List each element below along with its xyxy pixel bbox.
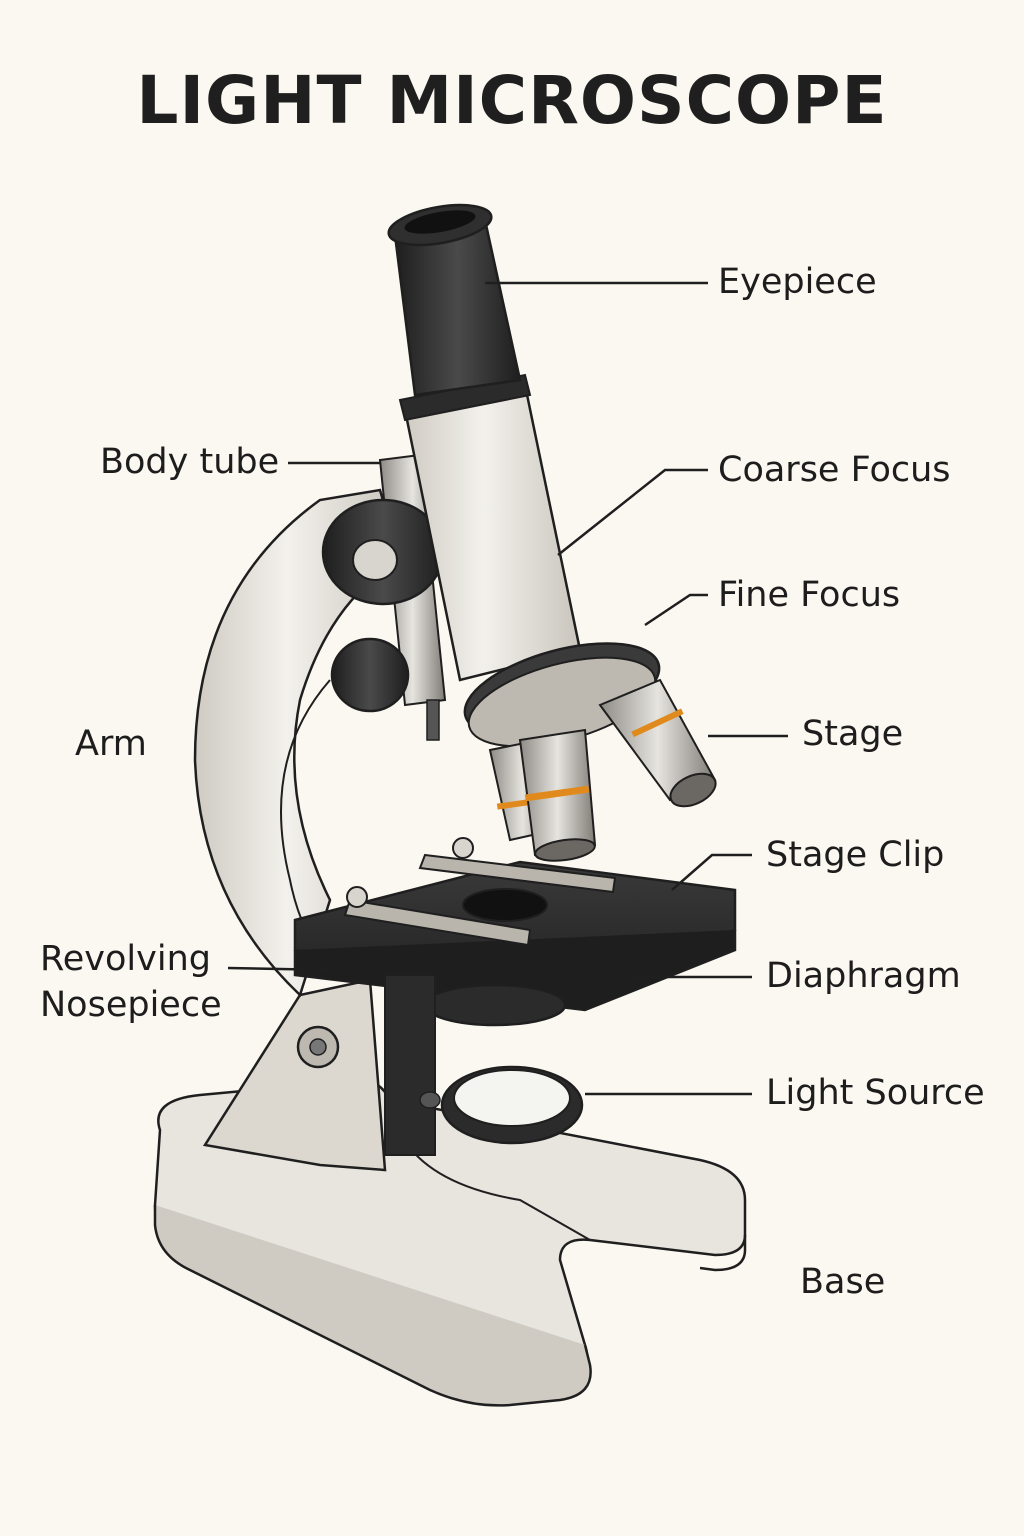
label-light-source: Light Source [766,1073,985,1113]
fine-focus-knob [330,637,410,713]
diaphragm [384,974,567,1156]
objective-lenses [488,678,717,862]
label-revolving-nosepiece-line2: Nosepiece [40,985,222,1025]
label-coarse-focus: Coarse Focus [718,450,951,490]
diagram-title: LIGHT MICROSCOPE [136,62,888,139]
pillar [202,978,387,1172]
label-revolving-nosepiece-line1: Revolving [40,939,211,979]
label-stage: Stage [802,714,904,754]
stage-clips [343,837,617,947]
leader-stage-clip [671,853,752,891]
label-body-tube: Body tube [100,442,280,482]
coarse-focus-knob [321,498,445,606]
leader-fine-focus [644,593,708,627]
light-source [419,1065,584,1145]
stage [293,860,737,1012]
label-eyepiece: Eyepiece [718,262,877,302]
label-base: Base [800,1262,886,1302]
leader-revolving-nosepiece [227,966,334,972]
leader-lines [227,281,788,1096]
label-arm: Arm [75,724,147,764]
eyepiece [387,203,522,397]
leader-coarse-focus [557,468,708,556]
label-fine-focus: Fine Focus [718,575,901,615]
label-diaphragm: Diaphragm [766,956,961,996]
label-stage-clip: Stage Clip [766,835,945,875]
